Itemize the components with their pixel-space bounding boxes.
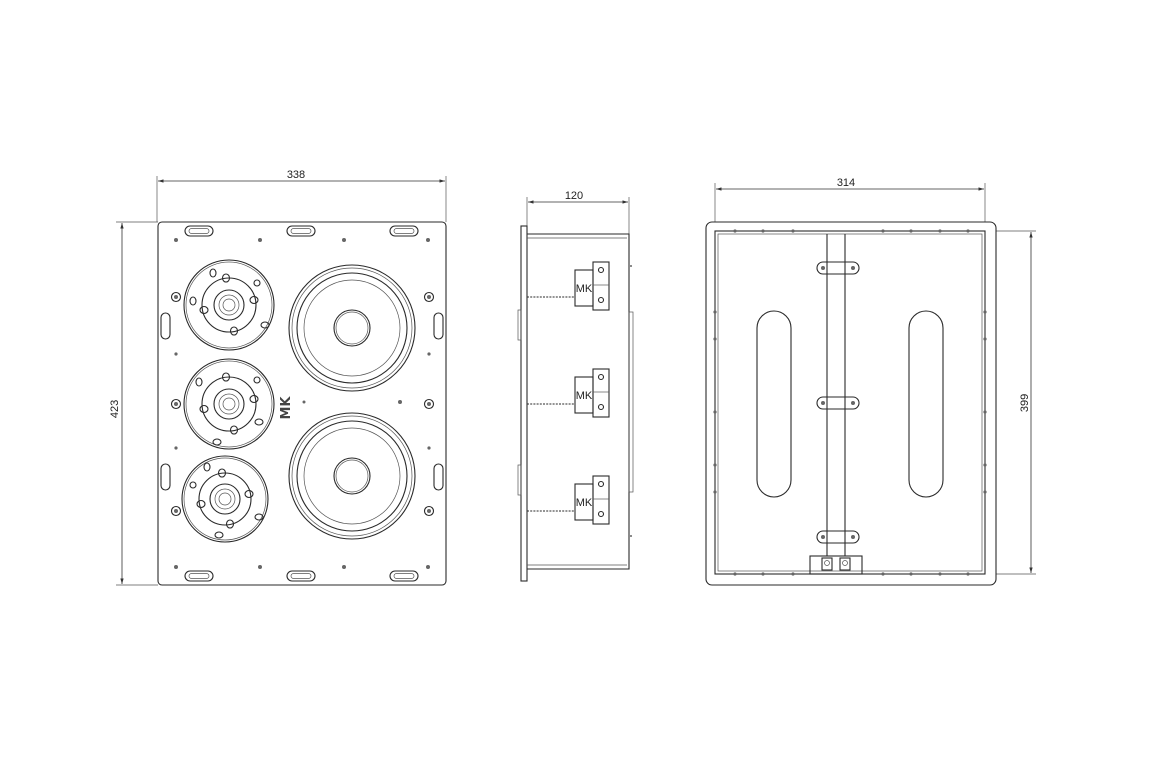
side-depth-dimension: 120 xyxy=(526,190,630,234)
back-height-dimension: 399 xyxy=(996,230,1036,575)
back-width-label: 314 xyxy=(837,177,855,189)
svg-text:MK: MK xyxy=(576,497,593,509)
plate-screws xyxy=(174,238,431,569)
tweeter-top xyxy=(183,259,275,351)
center-brace xyxy=(816,234,860,556)
clamp-bottom: MK xyxy=(527,475,632,537)
mount-slots-bottom xyxy=(184,570,419,582)
front-width-label: 338 xyxy=(287,169,305,181)
back-view: 314 399 xyxy=(705,177,1036,586)
side-view: 120 MK MK xyxy=(517,190,634,582)
front-height-label: 423 xyxy=(109,400,121,418)
clamp-middle: MK xyxy=(527,368,610,418)
mount-slots-top xyxy=(184,225,419,237)
mount-slots-sides xyxy=(160,312,444,491)
tweeter-bottom xyxy=(181,455,269,543)
woofer-bottom xyxy=(288,412,416,540)
side-flange xyxy=(520,225,528,582)
back-width-dimension: 314 xyxy=(714,177,986,222)
front-view: 338 423 xyxy=(109,169,447,586)
side-depth-label: 120 xyxy=(565,190,583,202)
front-height-dimension: 423 xyxy=(109,221,158,586)
woofer-top xyxy=(288,264,416,392)
back-height-label: 399 xyxy=(1019,394,1031,412)
back-screws xyxy=(713,229,987,576)
back-box xyxy=(714,230,986,575)
back-flange xyxy=(705,221,997,586)
tweeter-middle xyxy=(183,358,275,450)
port-right xyxy=(908,310,944,498)
clamp-top: MK xyxy=(527,261,632,311)
front-plate xyxy=(157,221,447,586)
svg-text:MK: MK xyxy=(576,283,593,295)
brand-logo: MK xyxy=(279,396,294,420)
port-left xyxy=(756,310,792,498)
svg-text:MK: MK xyxy=(576,390,593,402)
front-width-dimension: 338 xyxy=(156,169,447,222)
fasteners-round xyxy=(170,291,435,517)
terminal-block xyxy=(809,555,863,575)
